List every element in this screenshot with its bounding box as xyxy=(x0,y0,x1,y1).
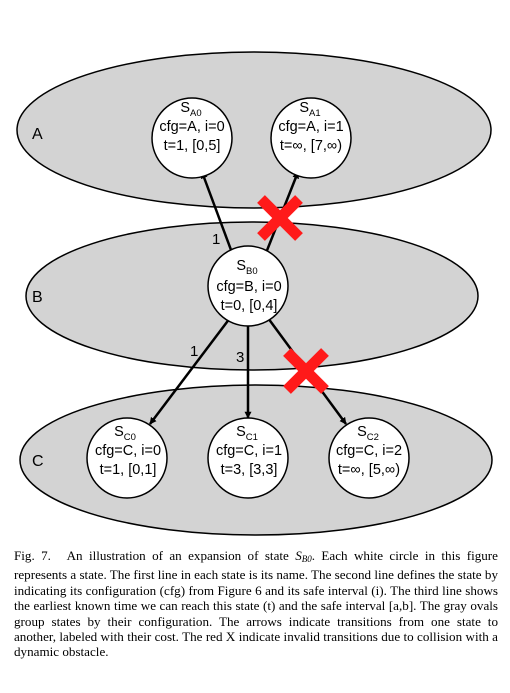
state-sb0: SB0 cfg=B, i=0 t=0, [0,4] xyxy=(207,245,289,327)
group-label-a: A xyxy=(32,126,43,143)
caption-state-symbol: SB0 xyxy=(295,548,312,564)
state-sc0: SC0 cfg=C, i=0 t=1, [0,1] xyxy=(86,417,168,499)
state-name: SA0 xyxy=(180,100,201,119)
group-label-c: C xyxy=(32,453,44,470)
group-label-b: B xyxy=(32,289,43,306)
invalid-transition-x-sa1 xyxy=(257,195,303,241)
state-circle xyxy=(86,417,168,499)
state-circle xyxy=(207,417,289,499)
state-time-line: t=1, [0,1] xyxy=(100,462,157,478)
edge-label-sb0-sc0: 1 xyxy=(190,343,198,360)
state-name: SC0 xyxy=(114,424,136,443)
caption-text-start: An illustration of an expansion of state xyxy=(66,548,296,563)
state-circle xyxy=(151,97,233,179)
state-sc1: SC1 cfg=C, i=1 t=3, [3,3] xyxy=(207,417,289,499)
state-name: SC2 xyxy=(357,424,379,443)
invalid-transition-x-sc2 xyxy=(283,348,329,394)
caption-text-rest: . Each white circle in this figure repre… xyxy=(14,548,498,660)
state-expansion-diagram: A B C 1 1 3 SA0 cfg=A, i=0 t=1, [0,5] xyxy=(16,51,493,536)
edge-sb0-to-sa0 xyxy=(200,171,236,259)
state-circle xyxy=(207,245,289,327)
state-config-line: cfg=A, i=0 xyxy=(159,119,224,135)
state-name: SC1 xyxy=(236,424,258,443)
state-config-line: cfg=A, i=1 xyxy=(278,119,343,135)
state-circle xyxy=(328,417,410,499)
state-time-line: t=0, [0,4] xyxy=(221,298,278,314)
state-time-line: t=3, [3,3] xyxy=(221,462,278,478)
edge-sb0-to-sc0 xyxy=(149,317,231,425)
state-sa0: SA0 cfg=A, i=0 t=1, [0,5] xyxy=(151,97,233,179)
state-time-line: t=∞, [7,∞) xyxy=(280,138,342,154)
group-oval-a xyxy=(16,51,492,209)
state-config-line: cfg=C, i=0 xyxy=(95,443,161,459)
figure-caption: Fig. 7. An illustration of an expansion … xyxy=(14,548,498,660)
state-name: SB0 xyxy=(236,258,257,277)
figure-number: Fig. 7. xyxy=(14,548,51,563)
state-name: SA1 xyxy=(299,100,320,119)
state-config-line: cfg=C, i=1 xyxy=(216,443,282,459)
state-config-line: cfg=C, i=2 xyxy=(336,443,402,459)
edge-label-sb0-sc1: 3 xyxy=(236,349,244,366)
state-sc2: SC2 cfg=C, i=2 t=∞, [5,∞) xyxy=(328,417,410,499)
state-config-line: cfg=B, i=0 xyxy=(216,279,281,295)
state-circle xyxy=(270,97,352,179)
state-time-line: t=∞, [5,∞) xyxy=(338,462,400,478)
state-time-line: t=1, [0,5] xyxy=(164,138,221,154)
state-sa1: SA1 cfg=A, i=1 t=∞, [7,∞) xyxy=(270,97,352,179)
edge-label-sb0-sa0: 1 xyxy=(212,231,220,248)
